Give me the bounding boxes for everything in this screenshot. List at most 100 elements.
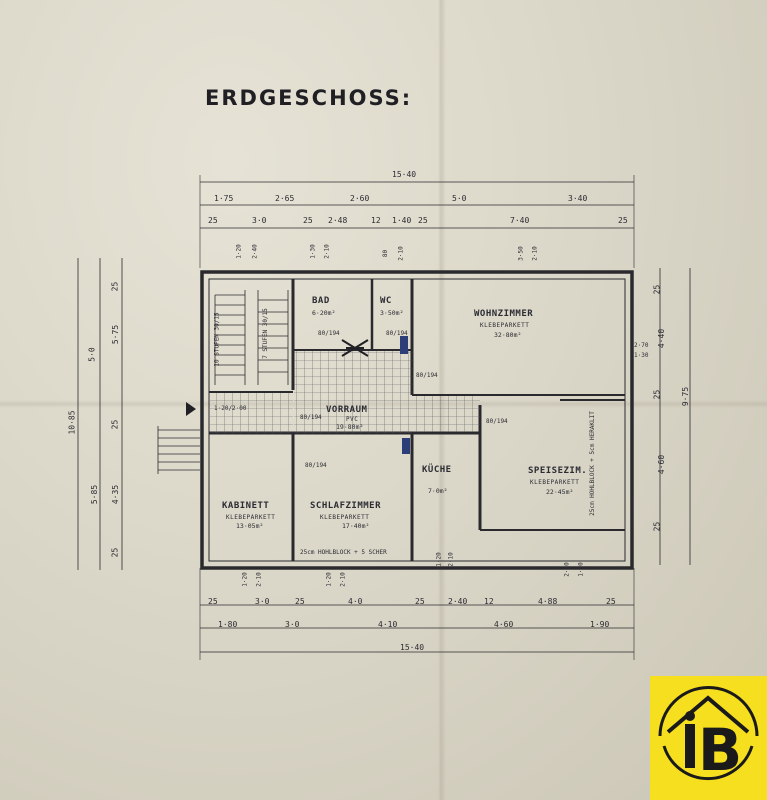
dim-top-2: 2·65: [275, 194, 295, 203]
dim-left-f: 25: [110, 419, 120, 430]
wall-note-right: 25cm HOHLBLOCK + 5cm HERAKLIT: [588, 411, 596, 516]
opening-top-8: 2·10: [531, 246, 539, 261]
opening-bottom-8: 1·20: [577, 562, 585, 577]
dim-top-1: 1·75: [214, 194, 234, 203]
dim-top-r2-5: 12: [371, 216, 381, 225]
door-dim-entry: 1·20/2·00: [214, 405, 247, 412]
opening-top-1: 1·20: [235, 244, 243, 259]
dim-bottom-r2-5: 1·90: [590, 620, 610, 629]
room-kueche-area: 7·0m²: [428, 487, 448, 495]
vorraum-tiles: [294, 351, 412, 433]
dim-bottom-r2-2: 3·0: [285, 620, 300, 629]
dim-bottom-r1-3: 25: [295, 597, 305, 606]
room-bad-name: BAD: [312, 296, 330, 306]
room-wohnzimmer-floor: KLEBEPARKETT: [480, 322, 530, 329]
room-wc-area: 3·50m²: [380, 309, 404, 317]
room-kabinett-name: KABINETT: [222, 501, 270, 511]
dim-bottom-r1-6: 2·40: [448, 597, 468, 606]
room-vorraum-floor: PVC: [346, 416, 359, 423]
entrance-arrow-icon: [186, 402, 196, 416]
room-wc-name: WC: [380, 296, 392, 306]
dim-left-d: 4·35: [111, 484, 121, 505]
dim-bottom-r1-1: 25: [208, 597, 218, 606]
door-dim-vorraum: 80/194: [300, 414, 322, 421]
opening-top-3: 1·30: [309, 244, 317, 259]
dim-bottom-r2-3: 4·10: [378, 620, 398, 629]
dim-right-d: 25: [652, 389, 662, 400]
dim-top-r2-2: 3·0: [252, 216, 267, 225]
dim-right-b: 4·60: [657, 454, 667, 475]
dim-top-r2-4: 2·48: [328, 216, 348, 225]
room-bad-area: 6·20m²: [312, 309, 336, 317]
room-schlafzimmer-area: 17·40m²: [342, 522, 370, 530]
dim-left-overall: 10·85: [67, 410, 77, 435]
opening-bottom-7: 2·10: [563, 562, 571, 577]
dim-top-5: 3·40: [568, 194, 588, 203]
room-schlafzimmer-floor: KLEBEPARKETT: [320, 514, 370, 521]
stairs-up-label: 10 STUFEN 30/15: [213, 312, 221, 367]
dim-top-r2-8: 7·40: [510, 216, 530, 225]
room-kueche-name: KÜCHE: [422, 465, 452, 475]
entry-tiles: [210, 393, 293, 433]
dim-top-4: 5·0: [452, 194, 467, 203]
wall-note-bottom: 25cm HOHLBLOCK + 5 SCHER: [300, 549, 387, 556]
company-logo: B: [650, 676, 767, 800]
dim-top-overall: 15·40: [392, 170, 417, 179]
door-dim-wohnzimmer: 80/194: [416, 372, 438, 379]
dim-right-a: 4·40: [657, 328, 667, 349]
door-dim-schlafzimmer: 80/194: [305, 462, 327, 469]
dim-top-3: 2·60: [350, 194, 370, 203]
room-kabinett-area: 13·05m²: [236, 522, 264, 530]
dim-right-overall: 9·75: [681, 386, 691, 407]
dim-right-e: 25: [652, 521, 662, 532]
kitchen-tiles: [412, 396, 480, 432]
opening-bottom-1: 1·20: [241, 572, 249, 587]
dim-right-g: 1·30: [634, 352, 649, 359]
dim-top-r2-6: 1·40: [392, 216, 412, 225]
opening-bottom-6: 2·10: [447, 552, 455, 567]
room-wohnzimmer-area: 32·80m²: [494, 331, 522, 339]
dim-bottom-r1-8: 4·88: [538, 597, 558, 606]
stairs-down-label: 7 STUFEN 30/15: [261, 308, 269, 359]
door-dim-speise: 80/194: [486, 418, 508, 425]
room-speisezimmer-name: SPEISEZIM.: [528, 466, 588, 476]
logo-letter: B: [698, 716, 743, 784]
dim-left-e: 25: [110, 281, 120, 292]
opening-top-5: 80: [382, 249, 390, 258]
opening-top-2: 2·40: [251, 244, 259, 259]
dim-bottom-r1-4: 4·0: [348, 597, 363, 606]
opening-bottom-3: 1·20: [325, 572, 333, 587]
opening-top-7: 3·50: [517, 246, 525, 261]
dim-left-g: 25: [110, 547, 120, 558]
dim-bottom-r2-4: 4·60: [494, 620, 514, 629]
page-title: ERDGESCHOSS:: [205, 86, 413, 110]
room-wohnzimmer-name: WOHNZIMMER: [474, 309, 534, 319]
room-vorraum-name: VORRAUM: [326, 405, 368, 415]
opening-top-4: 2·10: [323, 244, 331, 259]
opening-top-6: 2·10: [397, 246, 405, 261]
dim-bottom-r2-1: 1·80: [218, 620, 238, 629]
door-dim-wc: 80/194: [386, 330, 408, 337]
opening-bottom-5: 1·20: [435, 552, 443, 567]
house-person-logo-icon: [658, 686, 759, 780]
dim-bottom-r1-7: 12: [484, 597, 494, 606]
dim-left-a: 5·0: [87, 347, 97, 362]
opening-bottom-2: 2·10: [255, 572, 263, 587]
dim-right-f: 2·70: [634, 342, 649, 349]
dim-top-r2-3: 25: [303, 216, 313, 225]
room-speisezimmer-area: 22·45m²: [546, 488, 574, 496]
dim-right-c: 25: [652, 284, 662, 295]
room-schlafzimmer-name: SCHLAFZIMMER: [310, 501, 382, 511]
dim-bottom-r1-9: 25: [606, 597, 616, 606]
dim-bottom-r1-5: 25: [415, 597, 425, 606]
room-speisezimmer-floor: KLEBEPARKETT: [530, 479, 580, 486]
room-kabinett-floor: KLEBEPARKETT: [226, 514, 276, 521]
room-vorraum-area: 19·80m²: [336, 423, 364, 431]
opening-bottom-4: 2·10: [339, 572, 347, 587]
dim-top-r2-1: 25: [208, 216, 218, 225]
dim-top-r2-9: 25: [618, 216, 628, 225]
door-dim-bad: 80/194: [318, 330, 340, 337]
dim-bottom-r1-2: 3·0: [255, 597, 270, 606]
dim-left-b: 5·75: [111, 324, 121, 345]
